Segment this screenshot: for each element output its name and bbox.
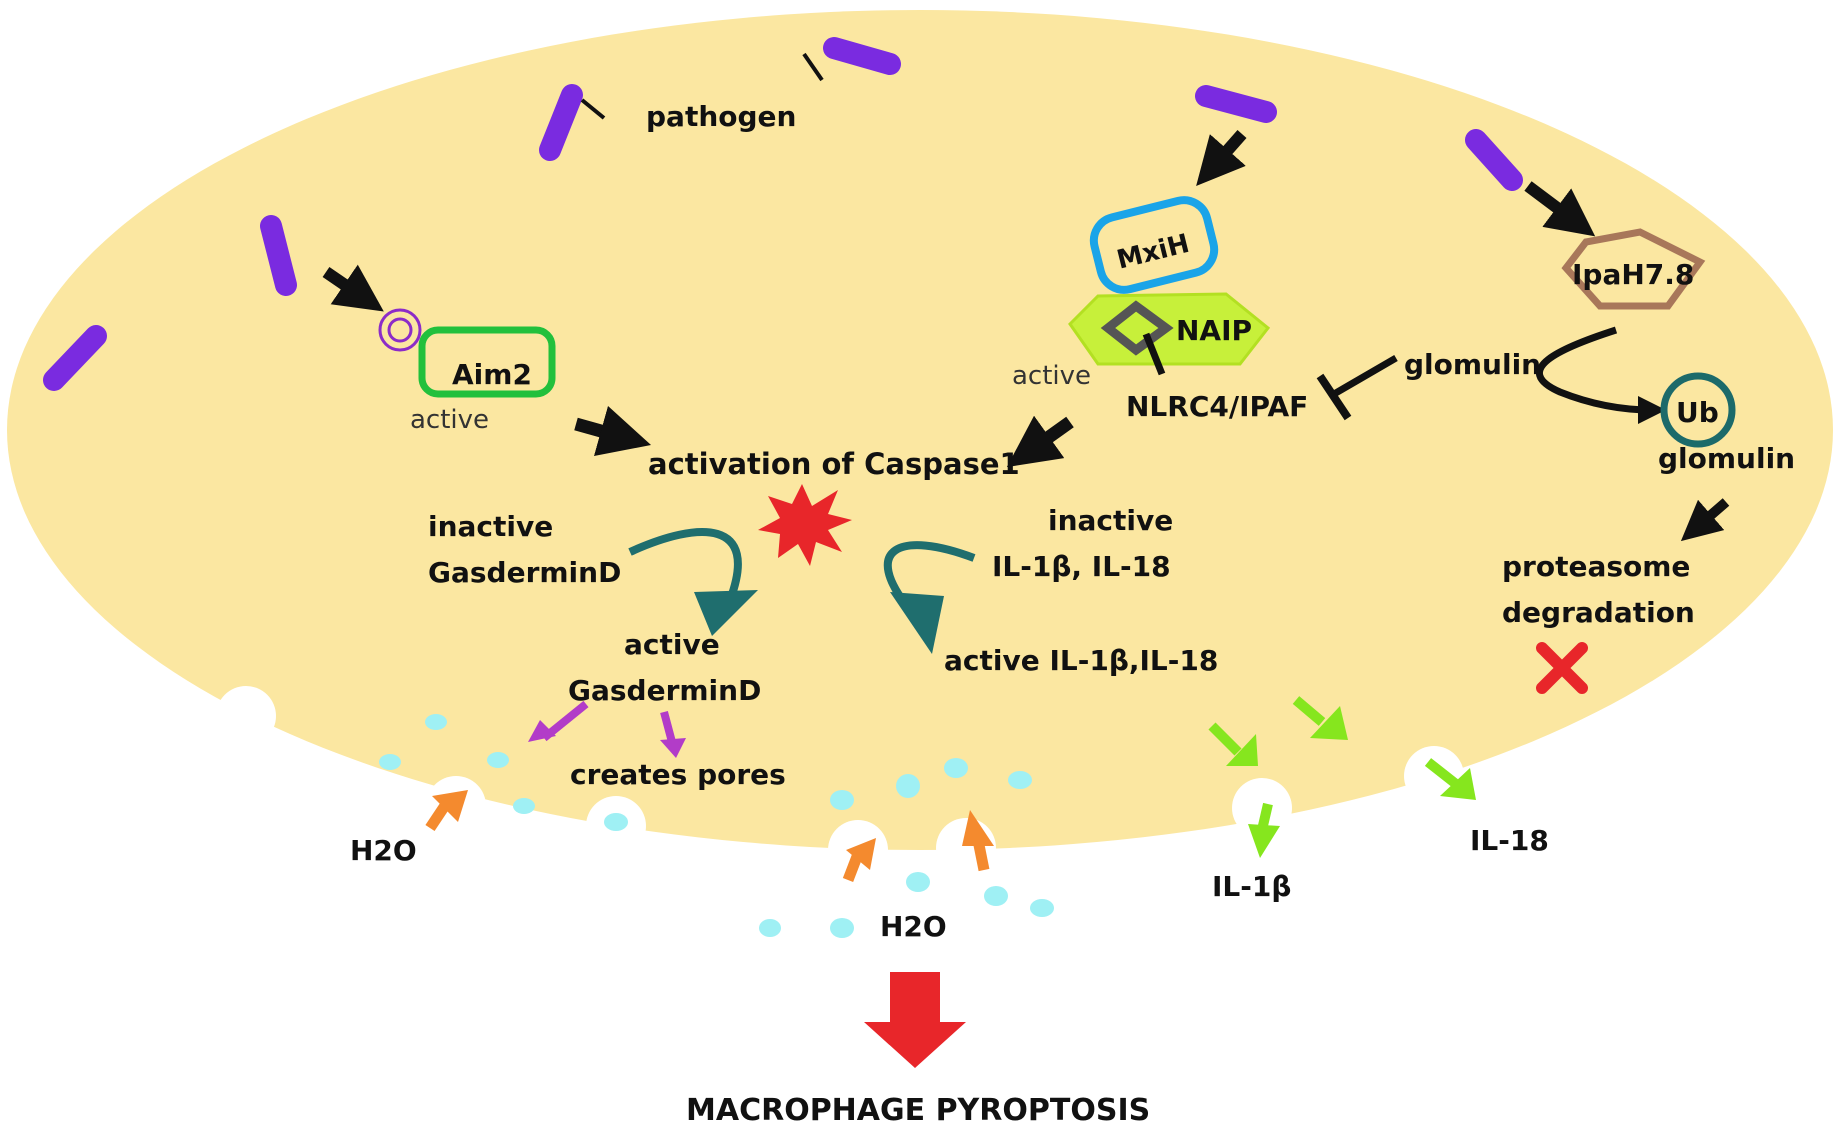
membrane-pore: [216, 686, 276, 746]
aim2-label: Aim2: [452, 358, 532, 391]
pathogen-to-ipah-arrow: [1524, 181, 1596, 237]
glomulin-to-proteasome-arrow: [1680, 498, 1730, 542]
mxih-box: [1089, 196, 1219, 294]
pathogen-rod-icon: [539, 84, 583, 161]
pathogen-rod-icon: [260, 215, 297, 296]
il1b-release-label: IL-1β: [1212, 870, 1291, 903]
degradation-x-icon: [1536, 642, 1588, 694]
purple-arrowhead: [660, 738, 686, 758]
nlrc4-to-caspase-arrow: [1006, 415, 1074, 468]
creates-pores-label: creates pores: [570, 758, 786, 791]
caspase-star-icon: [758, 484, 852, 566]
pathogen-pointer-line: [802, 52, 824, 82]
inhibition-bar: [1316, 373, 1352, 421]
naip-nlrc4-link: [1142, 332, 1166, 376]
aim2-active-label: active: [410, 405, 489, 435]
glomulin-label-bottom: glomulin: [1658, 442, 1795, 475]
pathogen-to-mxih-arrow: [1196, 130, 1247, 186]
dna-circle-icon: [378, 308, 422, 352]
pyroptosis-result-label: MACROPHAGE PYROPTOSIS: [686, 1093, 1150, 1127]
glomulin-inhibition-line: [1332, 354, 1398, 398]
pathogen-pointer-line: [580, 98, 606, 120]
caspase-activation-label: activation of Caspase1: [648, 447, 1020, 481]
macrophage-cell: [7, 10, 1833, 850]
gsdmd-pore-arrow: [660, 710, 676, 744]
il-activation-curve: [883, 541, 976, 613]
pathogen-icons: [43, 37, 1523, 391]
aim2-box: [418, 326, 556, 398]
proteasome-label: proteasome: [1502, 550, 1690, 583]
ipah-label: IpaH7.8: [1572, 258, 1694, 291]
ub-label: Ub: [1676, 396, 1719, 429]
ipah-pentagon: [1561, 228, 1706, 310]
degradation-label: degradation: [1502, 596, 1695, 629]
active-il-label: active IL-1β,IL-18: [944, 644, 1218, 677]
water-droplets: [379, 714, 1054, 938]
glomulin-label-top: glomulin: [1404, 348, 1541, 381]
aim2-to-caspase-arrow: [574, 405, 652, 457]
h2o-center-label: H2O: [880, 910, 947, 943]
pathogen-rod-icon: [1195, 85, 1277, 123]
inactive-gsdmd-label-2: GasderminD: [428, 556, 621, 589]
gsdmd-activation-curve: [628, 528, 742, 602]
dna-circle-inner-icon: [387, 317, 413, 343]
pyroptosis-arrow: [864, 972, 966, 1068]
ipah-to-ub-curve-arrow: [1536, 326, 1666, 424]
naip-label: NAIP: [1176, 314, 1252, 347]
active-gsdmd-label-2: GasderminD: [568, 674, 761, 707]
gsdmd-arrowhead: [694, 590, 758, 636]
il-arrowhead: [890, 592, 944, 654]
ubiquitin-circle: [1660, 372, 1736, 448]
pathogen-rod-icon: [823, 37, 901, 75]
active-gsdmd-label-1: active: [624, 628, 720, 661]
il18-release-label: IL-18: [1470, 824, 1549, 857]
inactive-il-label-1: inactive: [1048, 504, 1173, 537]
pathogen-label: pathogen: [646, 100, 796, 133]
inactive-il-label-2: IL-1β, IL-18: [992, 550, 1171, 583]
naip-active-label: active: [1012, 361, 1091, 391]
water-influx-arrows: [425, 790, 994, 882]
purple-arrowhead: [528, 720, 556, 742]
nlrc4-diamond-icon: [1100, 300, 1174, 356]
pathogen-rod-icon: [1465, 129, 1523, 191]
inactive-gsdmd-label-1: inactive: [428, 510, 553, 543]
aim2-arrow: [322, 264, 384, 312]
cytokine-release-arrows: [1208, 696, 1476, 858]
h2o-left-label: H2O: [350, 834, 417, 867]
nlrc4-label: NLRC4/IPAF: [1126, 390, 1308, 423]
pathogen-rod-icon: [43, 325, 107, 391]
